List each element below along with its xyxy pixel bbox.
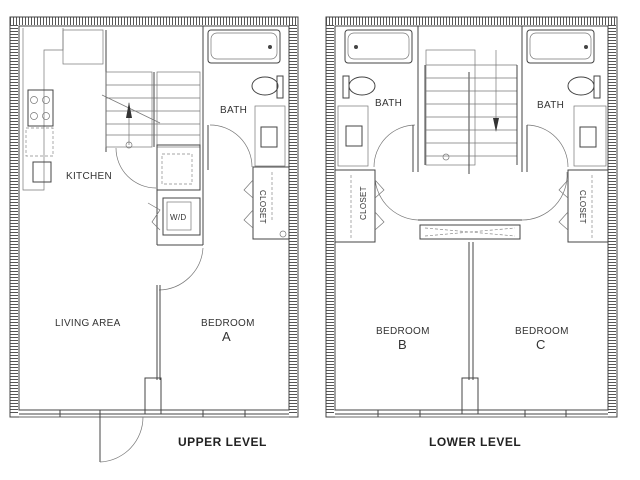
bathtub-icon xyxy=(207,29,281,64)
washer-dryer-label: W/D xyxy=(170,213,186,222)
outer-outline xyxy=(325,16,618,418)
bedroom-b-label: BEDROOM xyxy=(376,326,430,337)
bath-upper xyxy=(202,26,286,245)
closet-left-label: CLOSET xyxy=(359,186,368,220)
living-area-label: LIVING AREA xyxy=(55,318,121,329)
bedroom-a-walls xyxy=(144,244,204,415)
inner-outline xyxy=(334,25,609,411)
bath-left-label: BATH xyxy=(375,98,402,109)
bathroom-sink-icon xyxy=(260,126,278,148)
closet-label: CLOSET xyxy=(258,190,267,224)
bathtub-icon xyxy=(526,29,595,64)
closet-right-label: CLOSET xyxy=(578,190,587,224)
bathroom-sink-icon xyxy=(345,125,363,147)
toilet-icon xyxy=(567,76,595,96)
dishwasher-icon xyxy=(25,127,54,157)
washer-dryer xyxy=(147,197,201,236)
structural-column xyxy=(144,377,162,415)
kitchen-counter xyxy=(22,28,104,191)
lower-level-caption: LOWER LEVEL xyxy=(429,435,521,449)
bedroom-a-label: BEDROOM xyxy=(201,318,255,329)
pantry xyxy=(115,144,201,245)
stairs-lower xyxy=(424,49,518,174)
bath-left xyxy=(337,26,419,172)
bathtub-icon xyxy=(344,29,413,64)
bath-right xyxy=(521,26,607,172)
closet-left xyxy=(334,169,385,243)
closet-upper xyxy=(243,166,290,240)
hallway xyxy=(374,171,568,240)
stairs-upper xyxy=(101,30,201,152)
entry-door xyxy=(99,416,144,463)
upper-level-caption: UPPER LEVEL xyxy=(178,435,267,449)
kitchen-sink-icon xyxy=(32,161,52,183)
bedroom-c-label: BEDROOM xyxy=(515,326,569,337)
bathroom-sink-icon xyxy=(579,126,597,148)
upper-level-plan: KITCHEN BATH W/D CLOSET LIVING AREA BEDR… xyxy=(9,16,299,463)
bedroom-a-letter: A xyxy=(222,329,231,344)
bedroom-divider xyxy=(461,242,479,415)
toilet-icon xyxy=(251,76,279,96)
stair-arrow-icon xyxy=(126,102,132,118)
lower-level-plan: BATH BATH CLOSET CLOSET BEDROOM B BEDROO… xyxy=(325,16,618,449)
stove-icon xyxy=(27,89,54,127)
kitchen-label: KITCHEN xyxy=(66,171,112,182)
stair-arrow-icon xyxy=(493,118,499,132)
bath-right-label: BATH xyxy=(537,100,564,111)
bench xyxy=(419,224,521,240)
bedroom-b-letter: B xyxy=(398,337,407,352)
bedroom-c-letter: C xyxy=(536,337,546,352)
closet-right xyxy=(558,169,609,243)
structural-column xyxy=(461,377,479,415)
toilet-icon xyxy=(348,76,376,96)
bath-label: BATH xyxy=(220,105,247,116)
